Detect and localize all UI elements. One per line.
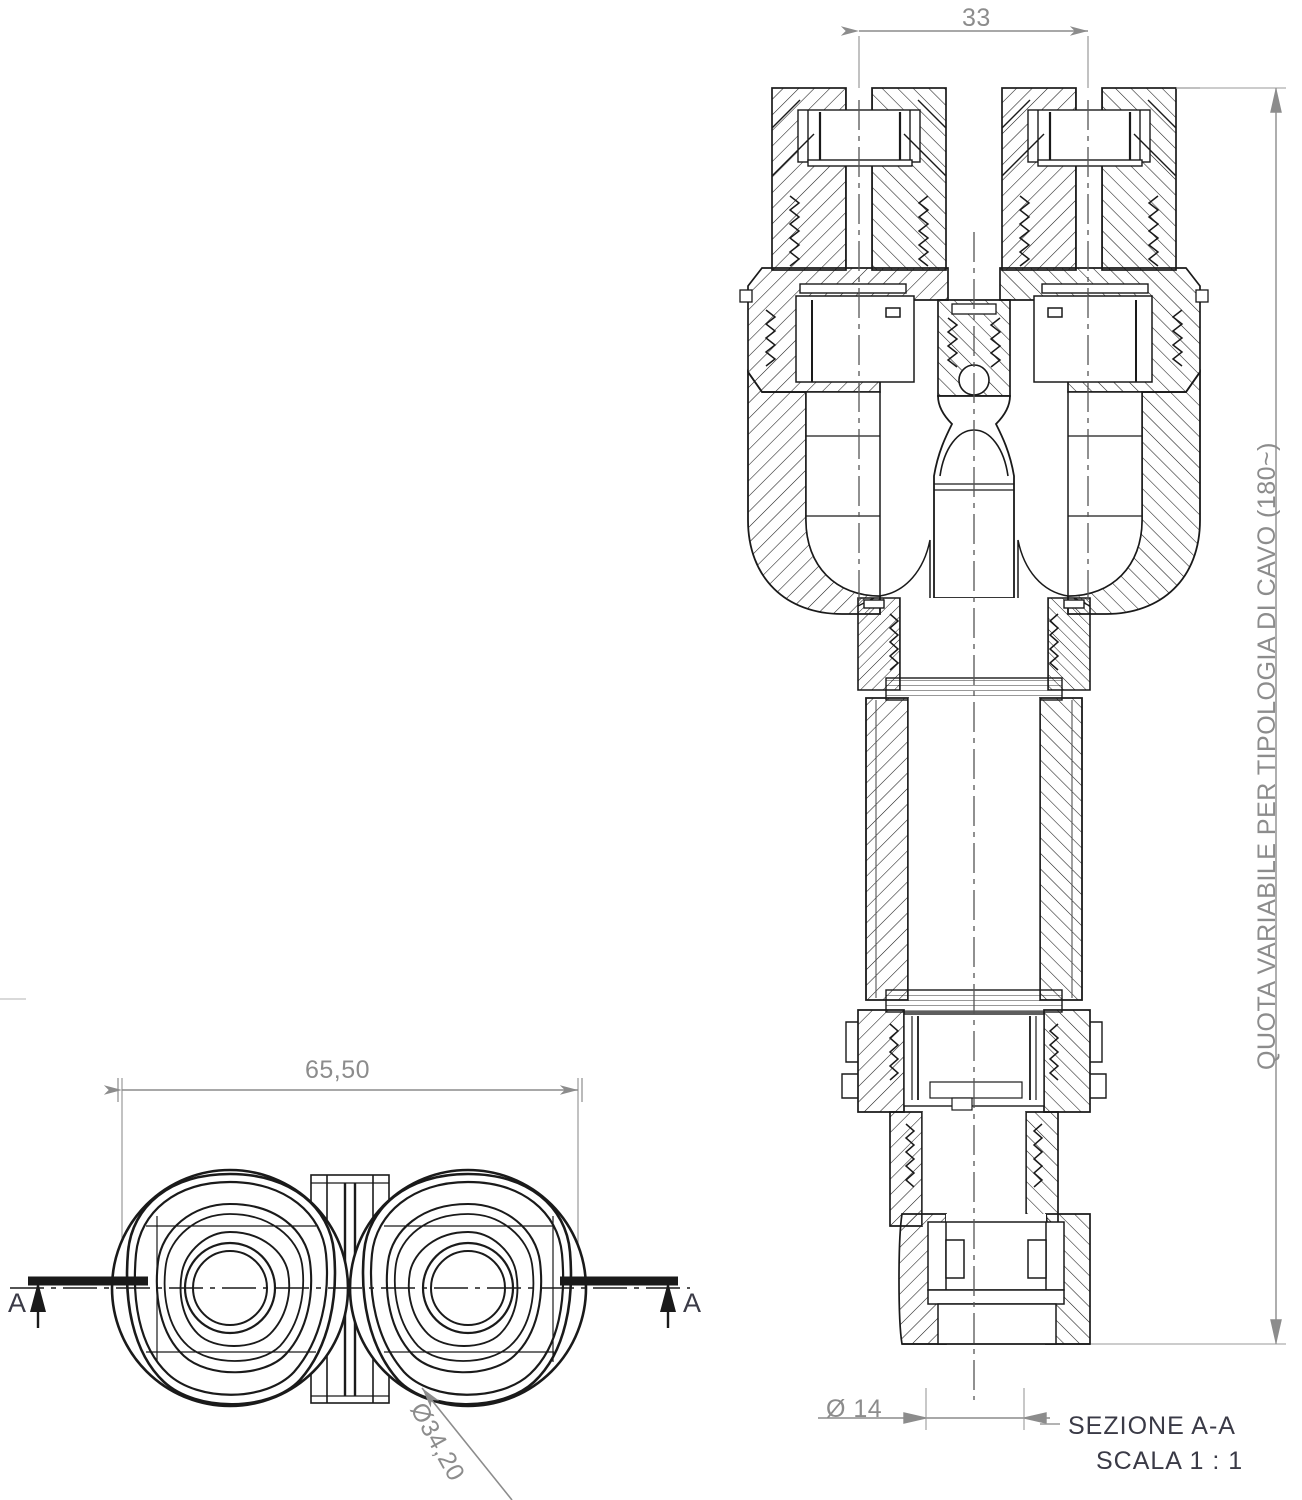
section-view-scale: SCALA 1 : 1: [1096, 1447, 1244, 1475]
section-centerlines: [858, 100, 1089, 1400]
shoulder-flange: [739, 267, 1209, 393]
dimension-line-d14: [818, 1388, 1050, 1430]
section-view-title: SEZIONE A-A: [1068, 1412, 1236, 1440]
thread-center-boss: [946, 317, 1002, 368]
front-view-group: [10, 1078, 690, 1500]
section-marker-left: [28, 1276, 148, 1328]
dimension-line-6550: [103, 1078, 583, 1102]
section-marker-label-right: A: [683, 1288, 702, 1318]
section-marker-right: [560, 1276, 678, 1328]
extension-lines-6550: [121, 1078, 579, 1262]
dimension-label-33: 33: [962, 4, 991, 32]
thread-left-upper: [788, 195, 930, 267]
bottom-spigot: [889, 1111, 1091, 1345]
dimension-label-overall-width: 65,50: [305, 1056, 371, 1084]
section-view-group: [739, 26, 1286, 1430]
leader-d3420: [421, 1387, 513, 1500]
front-view-right-nut-chords: [384, 1216, 554, 1362]
thread-right-upper: [1018, 195, 1160, 267]
dimension-label-bottom-diameter: Ø 14: [826, 1395, 883, 1423]
front-view-left-nut-chords: [146, 1216, 316, 1362]
section-marker-label-left: A: [8, 1288, 27, 1318]
right-branch-upper-nut: [1001, 87, 1200, 271]
note-variable-length: QUOTA VARIABILE PER TIPOLOGIA DI CAVO (1…: [1253, 442, 1281, 1070]
